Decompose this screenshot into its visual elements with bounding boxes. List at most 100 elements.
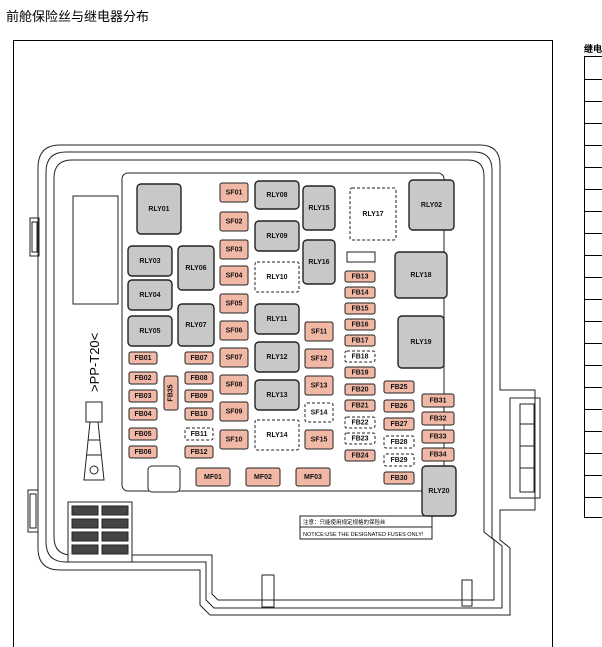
- fb27-fuse: FB27: [383, 417, 415, 431]
- diagram-frame: [13, 40, 553, 647]
- fb04-label: FB04: [134, 411, 151, 418]
- fb33-fuse: FB33: [421, 429, 455, 444]
- rly04-relay: RLY04: [127, 279, 173, 311]
- fb33-body: [421, 429, 455, 444]
- fb34-fuse: FB34: [421, 447, 455, 462]
- fb17-fuse: FB17: [344, 334, 376, 347]
- fb02-fuse: FB02: [128, 371, 158, 385]
- fb08-label: FB08: [190, 375, 207, 382]
- fb23-fuse: FB23: [344, 432, 376, 445]
- rly03-label: RLY03: [139, 258, 160, 265]
- rly16-label: RLY16: [308, 259, 329, 266]
- fb09-body: [184, 389, 214, 403]
- sf10-body: [219, 429, 249, 450]
- fb13-fuse: FB13: [344, 270, 376, 283]
- rly10-body: [254, 261, 300, 293]
- rly06-body: [177, 245, 215, 291]
- sf03-body: [219, 239, 249, 260]
- side-table-row-line: [585, 299, 602, 300]
- fb16-fuse: FB16: [344, 318, 376, 331]
- sf02-fuse: SF02: [219, 211, 249, 232]
- notice-box: 注意：只能使用规定规格的保险丝 NOTICE:USE THE DESIGNATE…: [299, 515, 433, 540]
- rly06-relay: RLY06: [177, 245, 215, 291]
- sf08-fuse: SF08: [219, 374, 249, 395]
- mf02-body: [245, 467, 281, 487]
- rly12-body: [254, 341, 300, 373]
- side-table-row-line: [585, 365, 602, 366]
- rly13-label: RLY13: [266, 392, 287, 399]
- side-table-row-line: [585, 497, 602, 498]
- fb23-label: FB23: [351, 436, 368, 443]
- rly13-relay: RLY13: [254, 379, 300, 411]
- rly17-label: RLY17: [362, 211, 383, 218]
- sf11-body: [304, 321, 334, 342]
- fuse-puller-icon: [83, 401, 105, 481]
- rly11-relay: RLY11: [254, 303, 300, 335]
- rly20-label: RLY20: [428, 488, 449, 495]
- fb08-body: [184, 371, 214, 385]
- mf03-body: [295, 467, 331, 487]
- side-table-row-line: [585, 211, 602, 212]
- rly17-tab: [346, 251, 376, 263]
- mf01-fuse: MF01: [195, 467, 231, 487]
- rly03-body: [127, 245, 173, 277]
- fb11-body: [184, 427, 214, 441]
- side-table-row-line: [585, 101, 602, 102]
- fb01-fuse: FB01: [128, 351, 158, 365]
- sf03-fuse: SF03: [219, 239, 249, 260]
- rly18-label: RLY18: [410, 272, 431, 279]
- sf12-label: SF12: [311, 356, 328, 363]
- fb35-body: [163, 375, 179, 411]
- rly12-label: RLY12: [266, 354, 287, 361]
- fb21-fuse: FB21: [344, 399, 376, 412]
- sf14-label: SF14: [311, 410, 328, 417]
- sf13-body: [304, 375, 334, 396]
- fb19-label: FB19: [351, 370, 368, 377]
- side-table: [584, 56, 602, 518]
- side-table-row-line: [585, 123, 602, 124]
- rly03-relay: RLY03: [127, 245, 173, 277]
- rly18-body: [394, 251, 448, 299]
- side-table-row-line: [585, 453, 602, 454]
- side-table-row-line: [585, 387, 602, 388]
- fb10-fuse: FB10: [184, 407, 214, 421]
- rly19-relay: RLY19: [397, 315, 445, 369]
- sf07-fuse: SF07: [219, 347, 249, 368]
- rly15-body: [302, 185, 336, 231]
- fb34-body: [421, 447, 455, 462]
- fb24-label: FB24: [351, 453, 368, 460]
- side-table-row-line: [585, 79, 602, 80]
- fb08-fuse: FB08: [184, 371, 214, 385]
- sf05-fuse: SF05: [219, 293, 249, 314]
- rly19-body: [397, 315, 445, 369]
- rly14-relay: RLY14: [254, 419, 300, 451]
- fb11-fuse: FB11: [184, 427, 214, 441]
- sf06-body: [219, 320, 249, 341]
- fb12-body: [184, 445, 214, 459]
- fb18-fuse: FB18: [344, 350, 376, 363]
- sf06-fuse: SF06: [219, 320, 249, 341]
- fb26-body: [383, 399, 415, 413]
- sf05-label: SF05: [226, 301, 243, 308]
- fb27-label: FB27: [390, 421, 407, 428]
- sf09-fuse: SF09: [219, 401, 249, 422]
- fb33-label: FB33: [429, 434, 446, 441]
- rly08-label: RLY08: [266, 192, 287, 199]
- fb19-fuse: FB19: [344, 366, 376, 379]
- fb10-label: FB10: [190, 411, 207, 418]
- fb12-fuse: FB12: [184, 445, 214, 459]
- mf03-fuse: MF03: [295, 467, 331, 487]
- rly02-body: [408, 179, 455, 231]
- fb20-body: [344, 383, 376, 396]
- fb28-body: [383, 435, 415, 449]
- connector-label: >PP-T20<: [87, 333, 102, 392]
- sf12-fuse: SF12: [304, 348, 334, 369]
- fb03-label: FB03: [134, 393, 151, 400]
- rly09-relay: RLY09: [254, 220, 300, 252]
- fb06-body: [128, 445, 158, 459]
- fb04-fuse: FB04: [128, 407, 158, 421]
- fb05-body: [128, 427, 158, 441]
- sf05-body: [219, 293, 249, 314]
- notice-line-1: 注意：只能使用规定规格的保险丝: [303, 518, 386, 526]
